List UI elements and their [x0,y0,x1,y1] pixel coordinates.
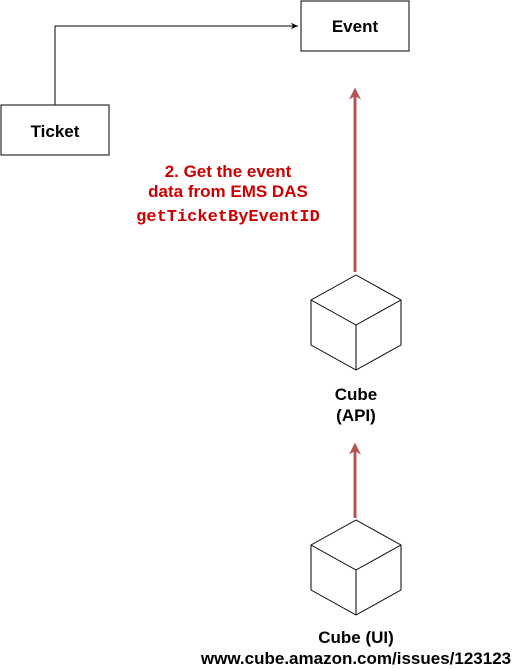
cube-ui-node[interactable]: Cube (UI) www.cube.amazon.com/issues/123… [200,519,511,668]
annotation-line-1: 2. Get the event [165,162,292,181]
ticket-node[interactable]: Ticket [0,104,110,156]
event-label: Event [332,17,379,36]
cube-api-label-line-2: (API) [336,406,376,425]
cube-api-icon [310,274,402,371]
cube-ui-icon [310,519,402,616]
cube-api-node[interactable]: Cube (API) [310,274,402,425]
step-annotation: 2. Get the event data from EMS DAS getTi… [136,162,320,227]
cube-api-label-line-1: Cube [335,385,378,404]
ticket-label: Ticket [31,122,80,141]
annotation-method-name: getTicketByEventID [136,208,320,227]
cube-ui-url[interactable]: www.cube.amazon.com/issues/123123 [200,649,511,668]
cube-ui-label: Cube (UI) [318,628,394,647]
annotation-line-2: data from EMS DAS [148,182,308,201]
event-node[interactable]: Event [300,0,410,52]
ticket-to-event-connector [54,22,298,105]
